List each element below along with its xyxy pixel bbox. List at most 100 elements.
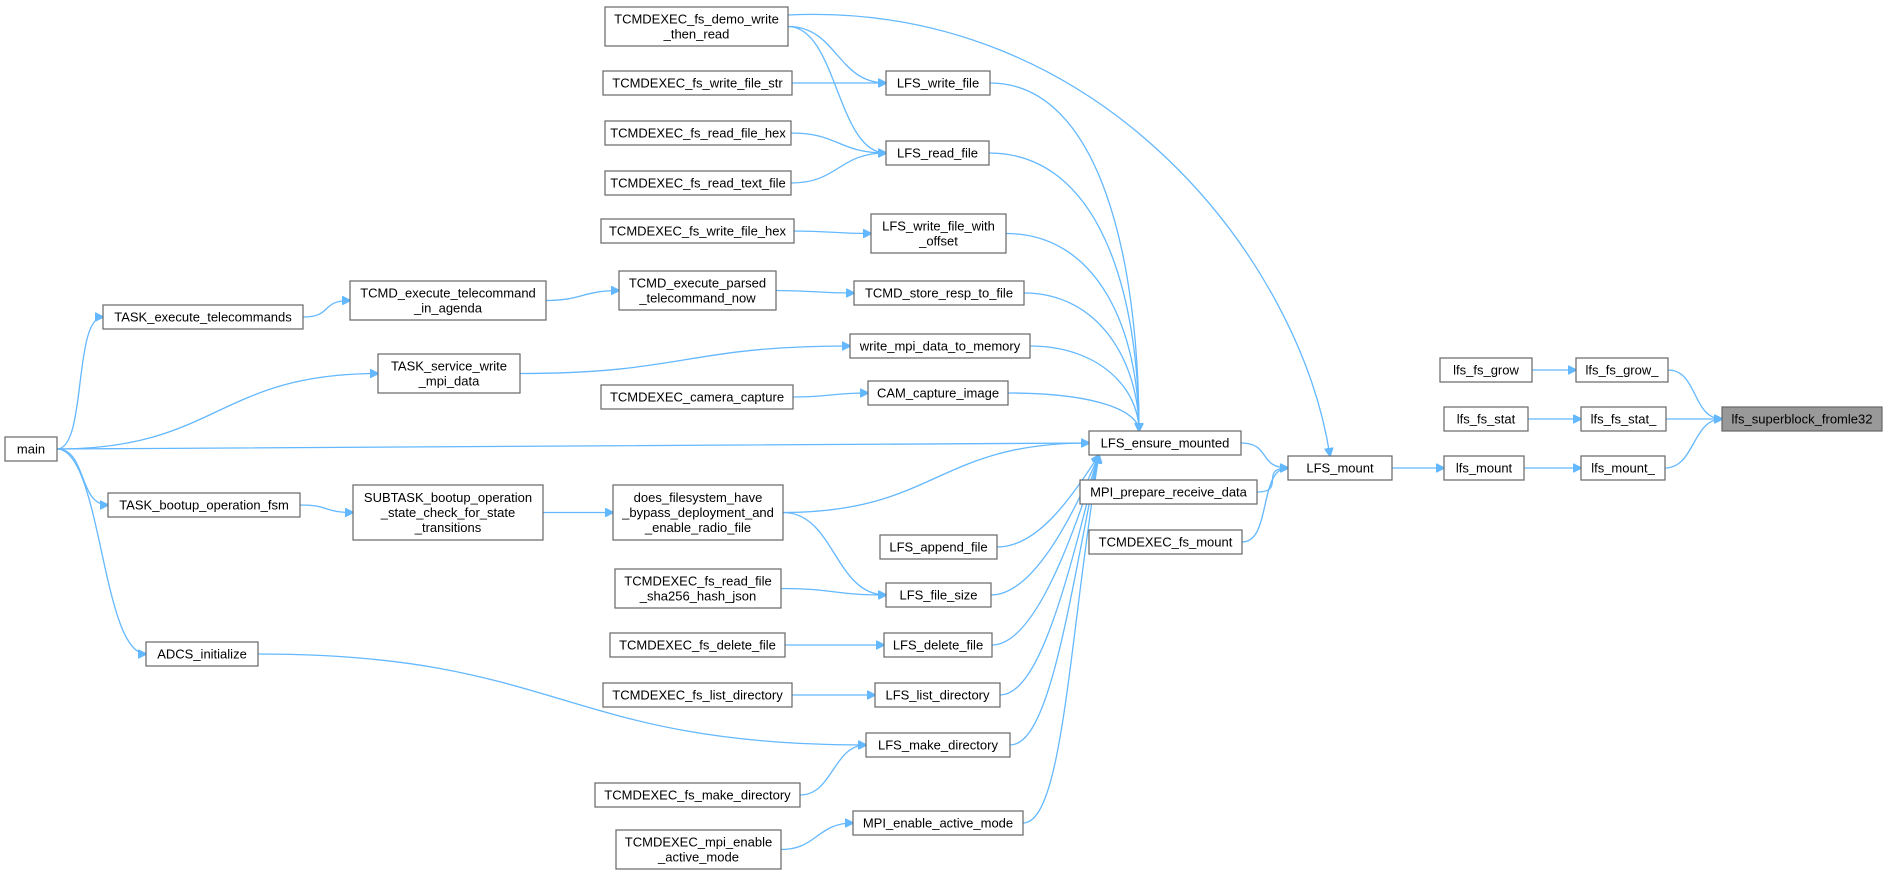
node-adcs[interactable]: ADCS_initialize [145,641,259,667]
node-box[interactable] [1721,406,1883,432]
node-subtask_boot[interactable]: SUBTASK_bootup_operation_state_check_for… [352,484,544,541]
node-box[interactable] [885,140,990,166]
edge-tc_demo-to-lfs_write [787,25,886,84]
edge-tc_mpi_enable-to-mpi_enable [780,823,853,851]
node-box[interactable] [604,6,789,47]
node-box[interactable] [867,380,1009,406]
node-box[interactable] [614,568,782,609]
node-box[interactable] [102,304,304,330]
node-box[interactable] [879,534,998,560]
node-tc_fs_mount[interactable]: TCMDEXEC_fs_mount [1088,529,1243,555]
node-box[interactable] [107,492,301,518]
node-box[interactable] [602,70,793,96]
node-lfs_append[interactable]: LFS_append_file [879,534,998,560]
node-box[interactable] [618,270,777,311]
edge-tc_sha-to-lfs_size [780,587,886,596]
node-label: _in_agenda [413,301,483,316]
node-tc_mpi_enable[interactable]: TCMDEXEC_mpi_enable_active_mode [615,829,782,870]
node-tc_read_text[interactable]: TCMDEXEC_fs_read_text_file [604,170,792,196]
node-label: _bypass_deployment_and [621,505,774,520]
node-box[interactable] [4,436,58,462]
node-tc_delete[interactable]: TCMDEXEC_fs_delete_file [609,632,786,658]
node-box[interactable] [594,782,801,808]
node-tc_write_hex[interactable]: TCMDEXEC_fs_write_file_hex [600,218,795,244]
node-label: _active_mode [657,850,739,865]
node-box[interactable] [604,120,792,146]
node-box[interactable] [352,484,544,541]
node-does_fs[interactable]: does_filesystem_have_bypass_deployment_a… [612,484,784,541]
node-box[interactable] [1079,479,1258,505]
node-tc_write_str[interactable]: TCMDEXEC_fs_write_file_str [602,70,793,96]
node-box[interactable] [377,353,521,394]
node-label: _sha256_hash_json [639,589,756,604]
node-tc_demo[interactable]: TCMDEXEC_fs_demo_write_then_read [604,6,789,47]
node-mount_[interactable]: lfs_mount_ [1580,455,1666,481]
node-mpi_enable[interactable]: MPI_enable_active_mode [852,810,1024,836]
node-lfs_list[interactable]: LFS_list_directory [874,682,1001,708]
node-lfs_write_off[interactable]: LFS_write_file_with_offset [870,213,1007,254]
node-cam_capture[interactable]: CAM_capture_image [867,380,1009,406]
node-lfs_read[interactable]: LFS_read_file [885,140,990,166]
node-box[interactable] [852,810,1024,836]
node-ensure[interactable]: LFS_ensure_mounted [1088,430,1242,456]
node-tc_mkdir[interactable]: TCMDEXEC_fs_make_directory [594,782,801,808]
node-lfs_size[interactable]: LFS_file_size [885,582,992,608]
node-box[interactable] [615,829,782,870]
node-box[interactable] [870,213,1007,254]
node-box[interactable] [349,280,547,321]
node-tc_read_hex[interactable]: TCMDEXEC_fs_read_file_hex [604,120,792,146]
node-box[interactable] [885,70,991,96]
node-box[interactable] [1580,455,1666,481]
node-box[interactable] [609,632,786,658]
node-tc_sha[interactable]: TCMDEXEC_fs_read_file_sha256_hash_json [614,568,782,609]
node-lfs_delete[interactable]: LFS_delete_file [883,632,993,658]
node-label: LFS_append_file [889,540,987,555]
node-tc_list[interactable]: TCMDEXEC_fs_list_directory [602,682,793,708]
edge-main-to-adcs [56,448,146,654]
node-box[interactable] [1439,357,1533,383]
node-lfsmount[interactable]: lfs_mount [1443,455,1525,481]
node-lfs_write[interactable]: LFS_write_file [885,70,991,96]
node-fs_stat[interactable]: lfs_fs_stat [1443,406,1529,432]
node-box[interactable] [865,732,1011,758]
node-box[interactable] [1088,529,1243,555]
node-box[interactable] [1088,430,1242,456]
node-box[interactable] [885,582,992,608]
node-box[interactable] [849,333,1031,359]
node-box[interactable] [1443,455,1525,481]
node-task_exec[interactable]: TASK_execute_telecommands [102,304,304,330]
node-write_mpi[interactable]: write_mpi_data_to_memory [849,333,1031,359]
node-main[interactable]: main [4,436,58,462]
node-box[interactable] [612,484,784,541]
node-box[interactable] [604,170,792,196]
node-label: _then_read [663,27,730,42]
node-box[interactable] [874,682,1001,708]
node-label: TCMD_execute_telecommand [360,286,536,301]
edge-adcs-to-lfs_mkdir [257,653,866,745]
node-fs_grow_[interactable]: lfs_fs_grow_ [1575,357,1669,383]
node-LFS_mount[interactable]: LFS_mount [1287,455,1393,481]
node-label: TCMDEXEC_fs_write_file_hex [609,224,787,239]
node-mpi_prep[interactable]: MPI_prepare_receive_data [1079,479,1258,505]
node-box[interactable] [1287,455,1393,481]
node-tcmd_agenda[interactable]: TCMD_execute_telecommand_in_agenda [349,280,547,321]
node-tcmd_store[interactable]: TCMD_store_resp_to_file [853,280,1025,306]
node-fs_grow[interactable]: lfs_fs_grow [1439,357,1533,383]
node-tc_camera[interactable]: TCMDEXEC_camera_capture [600,384,794,410]
node-box[interactable] [1580,406,1667,432]
node-superblock[interactable]: lfs_superblock_fromle32 [1721,406,1883,432]
node-tcmd_parsed[interactable]: TCMD_execute_parsed_telecommand_now [618,270,777,311]
node-box[interactable] [600,218,795,244]
node-fs_stat_[interactable]: lfs_fs_stat_ [1580,406,1667,432]
node-box[interactable] [145,641,259,667]
node-box[interactable] [853,280,1025,306]
edge-task_mpi-to-write_mpi [519,346,850,375]
node-box[interactable] [1443,406,1529,432]
node-box[interactable] [602,682,793,708]
node-task_mpi[interactable]: TASK_service_write_mpi_data [377,353,521,394]
node-task_bootup[interactable]: TASK_bootup_operation_fsm [107,492,301,518]
node-box[interactable] [1575,357,1669,383]
node-box[interactable] [883,632,993,658]
node-box[interactable] [600,384,794,410]
node-lfs_mkdir[interactable]: LFS_make_directory [865,732,1011,758]
